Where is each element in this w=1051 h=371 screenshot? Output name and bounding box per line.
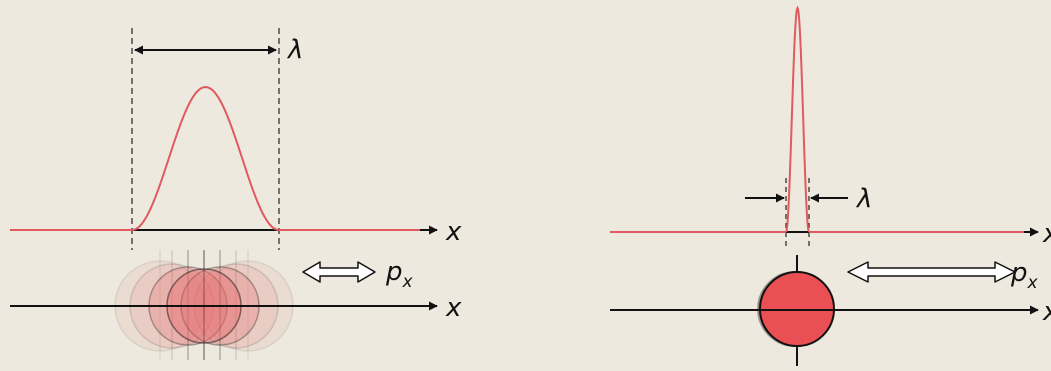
left-wave-axis-label: x (445, 217, 462, 247)
right-wave-axis-label: x (1042, 219, 1051, 249)
right-momentum-arrow (847, 261, 1016, 283)
right-wavelength-label: λ (855, 184, 872, 214)
right-wave-packet-curve (785, 5, 810, 233)
left-wavelength-label: λ (286, 35, 303, 65)
left-wave-packet-curve (131, 85, 280, 231)
right-particle-axis-label: x (1042, 297, 1051, 327)
right-momentum-label: px (1010, 258, 1039, 293)
right-panel: λ x px x (610, 5, 1051, 366)
left-momentum-label: px (385, 257, 414, 292)
left-particle-axis-label: x (445, 293, 462, 323)
left-momentum-arrow (302, 261, 376, 283)
left-panel: λ x px (10, 28, 462, 360)
